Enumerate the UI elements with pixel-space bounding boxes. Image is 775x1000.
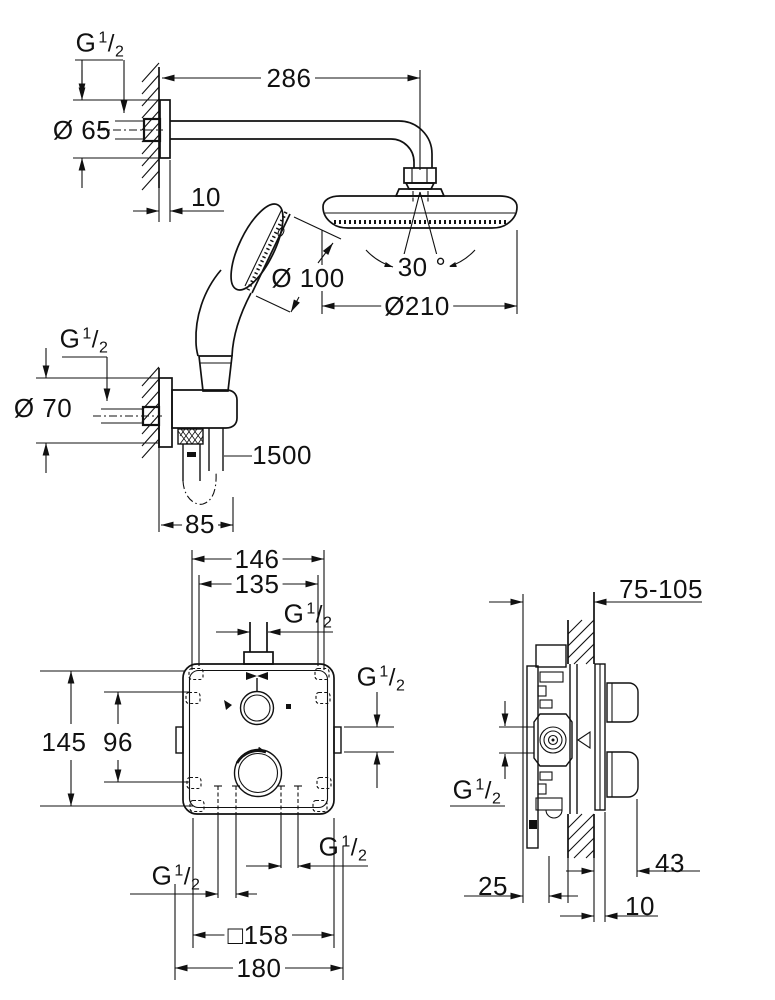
top-view-drawing <box>36 59 518 532</box>
side-view-drawing <box>450 592 702 922</box>
rain-shower-head <box>322 195 518 229</box>
flange-diameter-dimension <box>73 70 160 188</box>
dim-label-plate-size: 180 <box>233 955 285 981</box>
holder-diameter-dimension <box>36 348 159 473</box>
dim-label-knob-projection: 43 <box>655 848 685 878</box>
dim-label-wall-flange-diameter: Ø 65 <box>52 115 112 145</box>
shower-arm <box>97 99 446 204</box>
dim-label-flange-depth: 10 <box>191 182 221 212</box>
front-view-drawing <box>40 550 394 980</box>
concealed-valve-body <box>499 594 639 903</box>
dim-label-plate-thickness: 10 <box>625 891 655 921</box>
holder-offset-dimension <box>161 497 234 532</box>
rough-in-box <box>175 622 342 898</box>
front-view-dimensions <box>40 550 394 980</box>
arm-length-dimension <box>162 70 421 170</box>
wall-hatch-side <box>567 592 595 922</box>
wall-hatch-holder <box>141 366 160 532</box>
dim-label-min-front-distance: 25 <box>478 871 508 901</box>
dim-label-hose-length: 1500 <box>252 440 312 470</box>
dim-label-holder-offset: 85 <box>182 511 218 537</box>
dim-label-holder-flange-diameter: Ø 70 <box>13 393 73 423</box>
dim-label-fixing-height: 145 <box>38 729 90 755</box>
dim-label-installation-depth-range: 75-105 <box>619 574 703 604</box>
dim-label-head-diameter: Ø210 <box>381 293 453 319</box>
shower-holder <box>93 377 252 505</box>
dim-label-head-swivel-angle: 30 ° <box>394 254 450 280</box>
hand-shower <box>195 203 291 392</box>
dim-label-arm-length: 286 <box>263 65 315 91</box>
hand-shower-diameter-dimension <box>255 216 342 313</box>
holder-thread-pointer <box>62 356 111 401</box>
dim-label-port-spacing: 96 <box>100 729 136 755</box>
side-view-dimensions <box>450 598 702 922</box>
dim-label-fixing-width-outer: 146 <box>231 546 283 572</box>
dim-label-box-size: □158 <box>224 922 292 948</box>
dim-label-fixing-width-inner: 135 <box>231 571 283 597</box>
head-diameter-dimension <box>321 230 518 314</box>
flange-depth-dimension <box>133 160 224 222</box>
dim-label-hand-shower-diameter: Ø 100 <box>268 265 348 291</box>
